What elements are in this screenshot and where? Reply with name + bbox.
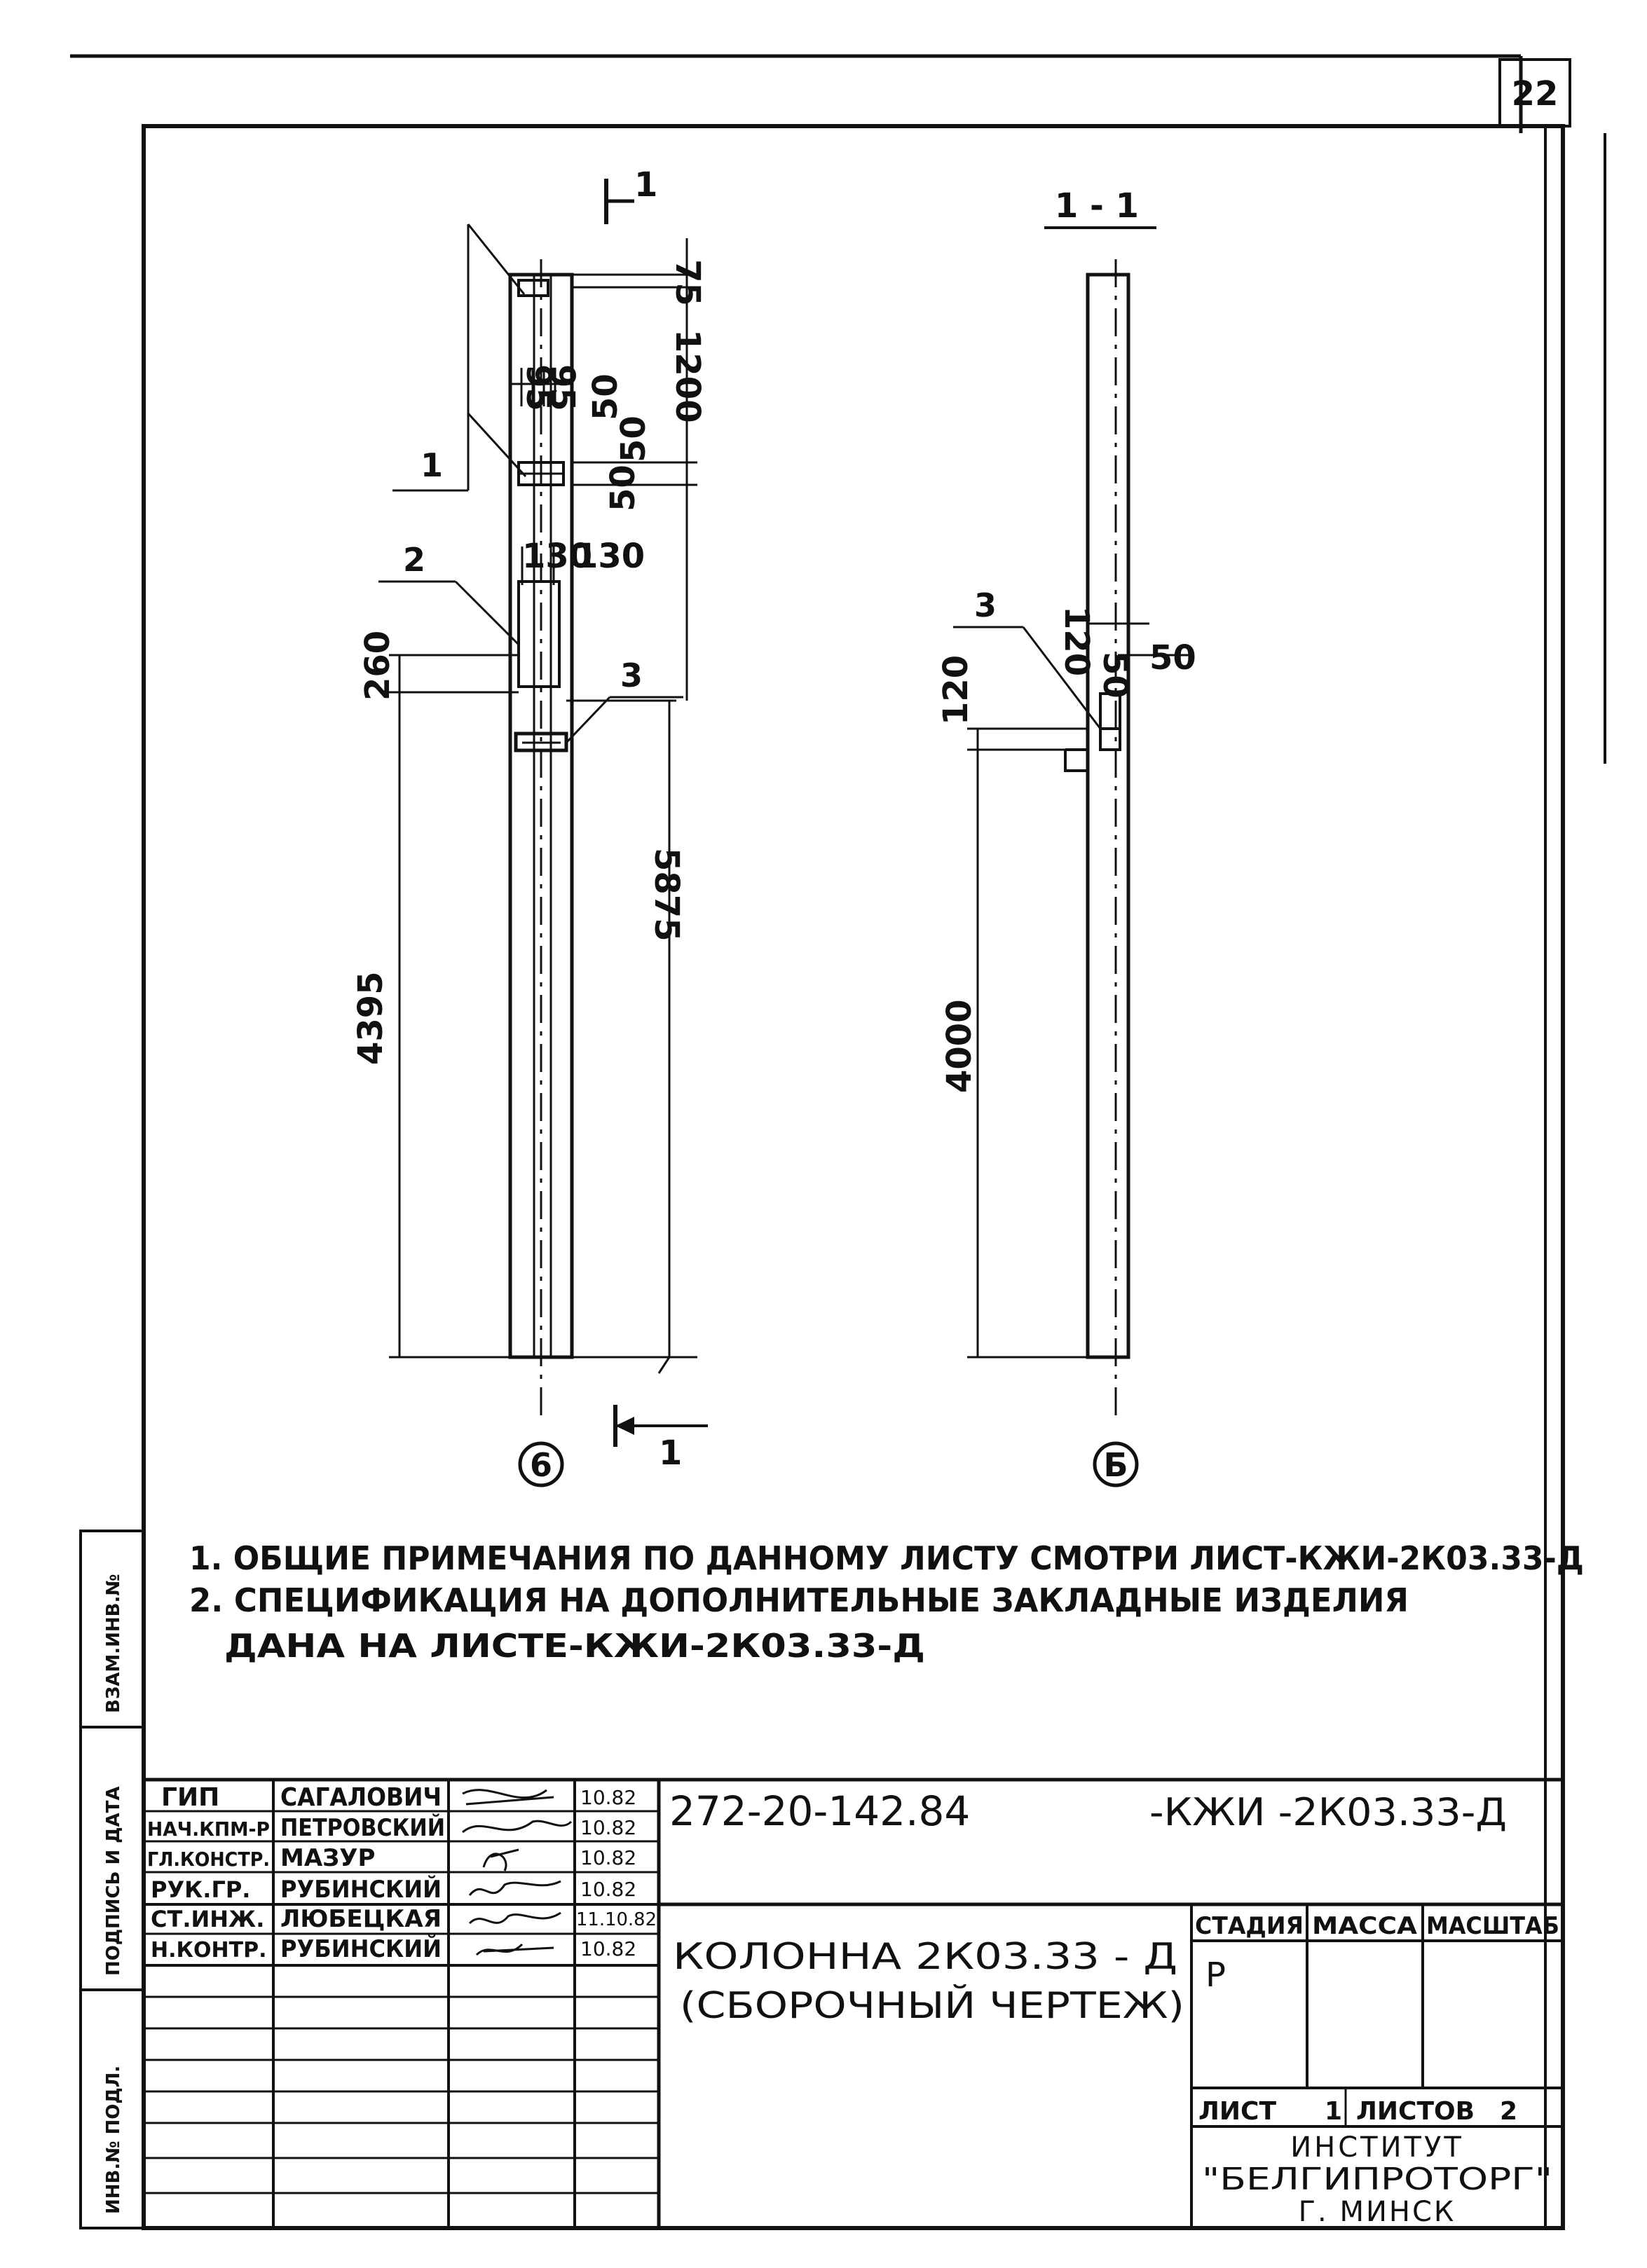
section-mark-top: 1 [634, 165, 657, 205]
note-line-2: 2. СПЕЦИФИКАЦИЯ НА ДОПОЛНИТЕЛЬНЫЕ ЗАКЛАД… [189, 1581, 1409, 1619]
axis-label-front: 6 [530, 1446, 552, 1484]
section-dim-120-a: 120 [1057, 606, 1096, 676]
left-stamp: ИНВ.№ ПОДЛ. ПОДПИСЬ И ДАТА ВЗАМ.ИНВ.№ [79, 1530, 145, 2229]
signature-5 [468, 1911, 561, 1925]
section-dim-120-b: 120 [936, 655, 976, 725]
page-number: 22 [1512, 74, 1559, 114]
staff-date: 10.82 [580, 1846, 636, 1869]
staff-row: ГИП САГАЛОВИЧ 10.82 [161, 1783, 636, 1812]
note-line-3: ДАНА НА ЛИСТЕ-КЖИ-2К03.33-Д [224, 1627, 925, 1665]
sheets-label: ЛИСТОВ [1356, 2097, 1475, 2126]
stamp-podpis-data: ПОДПИСЬ И ДАТА [103, 1787, 124, 1976]
staff-date: 10.82 [580, 1816, 636, 1839]
front-view: 1 1 6 75 1200 50 50 50 5875 95 95 130 13… [351, 165, 708, 1487]
org-line-3: Г. МИНСК [1299, 2196, 1456, 2228]
staff-date: 11.10.82 [576, 1909, 657, 1930]
staff-role: ГИП [161, 1783, 219, 1812]
title-block: ГИП САГАЛОВИЧ 10.82 НАЧ.КПМ-Р ПЕТРОВСКИЙ… [144, 1778, 1563, 2228]
callout-3: 3 [620, 657, 643, 694]
dim-130-b: 130 [575, 537, 645, 576]
dim-1200: 1200 [668, 329, 707, 423]
staff-row: РУК.ГР. РУБИНСКИЙ 10.82 [151, 1875, 636, 1904]
notes: 1. ОБЩИЕ ПРИМЕЧАНИЯ ПО ДАННОМУ ЛИСТУ СМО… [189, 1539, 1584, 1665]
section-mark-bottom: 1 [659, 1434, 682, 1473]
dim-130-a: 130 [522, 537, 592, 576]
scale-header: МАСШТАБ [1426, 1912, 1559, 1940]
staff-row: ГЛ.КОНСТР. МАЗУР 10.82 [147, 1844, 636, 1872]
staff-name: ПЕТРОВСКИЙ [280, 1813, 445, 1842]
dim-95-a: 95 [519, 364, 558, 411]
stage-value: Р [1205, 1956, 1226, 1995]
signature-2 [462, 1820, 573, 1834]
staff-role: НАЧ.КПМ-Р [147, 1817, 270, 1841]
doc-mark: -КЖИ -2К03.33-Д [1149, 1790, 1507, 1834]
staff-name: САГАЛОВИЧ [280, 1783, 442, 1812]
staff-name: РУБИНСКИЙ [280, 1875, 442, 1904]
sheet-value: 1 [1325, 2097, 1342, 2126]
staff-date: 10.82 [580, 1786, 636, 1809]
staff-date: 10.82 [580, 1937, 636, 1960]
staff-row: СТ.ИНЖ. ЛЮБЕЦКАЯ 11.10.82 [151, 1905, 657, 1933]
dim-260: 260 [358, 631, 397, 701]
signature-4 [468, 1880, 561, 1896]
sheets-value: 2 [1500, 2097, 1517, 2126]
axis-bubble-front [518, 1441, 564, 1487]
dim-95-b: 95 [542, 364, 582, 411]
staff-row: НАЧ.КПМ-Р ПЕТРОВСКИЙ 10.82 [147, 1813, 636, 1842]
signature-1 [462, 1789, 554, 1806]
staff-name: ЛЮБЕЦКАЯ [280, 1905, 442, 1933]
staff-row: Н.КОНТР. РУБИНСКИЙ 10.82 [151, 1934, 636, 1963]
section-view: 1 - 1 3 120 120 50 50 4000 Б [936, 186, 1196, 1487]
sheet-label: ЛИСТ [1198, 2097, 1276, 2126]
staff-role: РУК.ГР. [151, 1876, 250, 1903]
stamp-vzam-inv: ВЗАМ.ИНВ.№ [103, 1574, 124, 1713]
section-outline [1086, 273, 1130, 1359]
section-title: 1 - 1 [1055, 186, 1139, 226]
staff-role: СТ.ИНЖ. [151, 1906, 264, 1932]
staff-role: Н.КОНТР. [151, 1938, 266, 1963]
staff-date: 10.82 [580, 1878, 636, 1901]
section-arrow [615, 1417, 634, 1435]
signature-6 [475, 1943, 554, 1956]
dim-75: 75 [668, 259, 707, 306]
staff-name: МАЗУР [280, 1844, 375, 1872]
dim-50-b: 50 [614, 415, 653, 462]
staff-name: РУБИНСКИЙ [280, 1934, 442, 1963]
mass-header: МАССА [1312, 1912, 1418, 1940]
drawing-title-line-2: (СБОРОЧНЫЙ ЧЕРТЕЖ) [680, 1984, 1184, 2027]
dim-5875: 5875 [647, 848, 686, 942]
section-callout-3: 3 [974, 586, 997, 624]
axis-label-section: Б [1103, 1446, 1128, 1484]
section-dim-50-a: 50 [1095, 652, 1135, 699]
drawing-title-line-1: КОЛОННА 2К03.33 - Д [673, 1936, 1177, 1978]
org-line-1: ИНСТИТУТ [1290, 2131, 1464, 2164]
signature-3 [482, 1848, 519, 1871]
stage-header: СТАДИЯ [1195, 1912, 1304, 1940]
sheet-frame: 22 [70, 54, 1606, 2230]
axis-bubble-section [1093, 1441, 1139, 1487]
dim-50-c: 50 [603, 465, 643, 511]
section-dim-4000: 4000 [940, 999, 979, 1093]
callout-1: 1 [421, 446, 443, 484]
org-line-2: "БЕЛГИПРОТОРГ" [1202, 2162, 1552, 2197]
doc-code: 272-20-142.84 [669, 1787, 970, 1835]
section-dim-50-b: 50 [1149, 638, 1196, 678]
note-line-1: 1. ОБЩИЕ ПРИМЕЧАНИЯ ПО ДАННОМУ ЛИСТУ СМО… [189, 1539, 1584, 1577]
stamp-inv-podl: ИНВ.№ ПОДЛ. [103, 2066, 124, 2214]
dim-4395: 4395 [351, 971, 390, 1065]
callout-2: 2 [403, 541, 425, 579]
dim-50-a: 50 [586, 373, 625, 420]
staff-role: ГЛ.КОНСТР. [147, 1848, 270, 1871]
